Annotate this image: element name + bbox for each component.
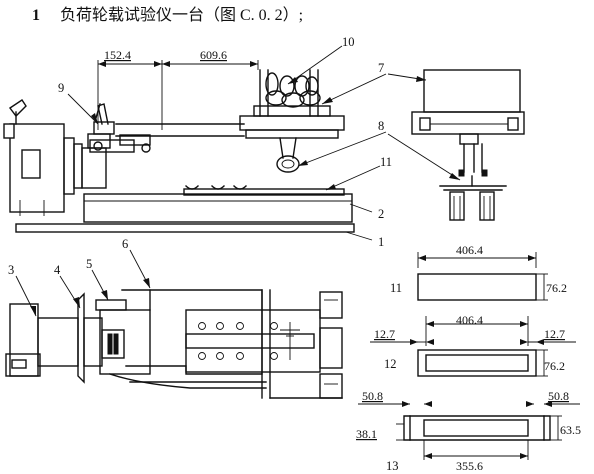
plan-view: [5, 289, 343, 399]
crank-link: [89, 139, 135, 153]
dim-609-6: 609.6: [200, 48, 227, 62]
end-view: [411, 69, 525, 221]
dim-50-8-left: 50.8: [362, 389, 383, 403]
part-12-frame-outer: [417, 349, 537, 377]
plan-motor: [9, 303, 39, 377]
weight-box: [423, 69, 521, 113]
callout-4: 4: [54, 263, 61, 277]
part-12-detail: 406.4 12.7 12.7 76.2 12: [370, 313, 576, 377]
callout-7: 7: [378, 61, 384, 75]
callout-1: 1: [378, 235, 384, 249]
callout-leaders: [15, 45, 461, 317]
plan-rail-mid: [319, 327, 343, 369]
dim-152-4: 152.4: [104, 48, 131, 62]
lever-arm-9: [97, 103, 109, 125]
part-13-detail: 50.8 50.8 38.1 63.5 355.6 13: [356, 389, 581, 473]
dim-406-4-top: 406.4: [456, 243, 483, 257]
loading-platform: [239, 115, 345, 131]
dim-63-5: 63.5: [560, 423, 581, 437]
plan-main-frame: [121, 289, 263, 375]
callout-2: 2: [378, 207, 384, 221]
callout-3: 3: [8, 263, 14, 277]
callout-10: 10: [342, 35, 355, 49]
test-wheel: [276, 155, 300, 173]
callout-6: 6: [122, 237, 128, 251]
specimen-tray: [183, 188, 345, 196]
plan-crank-5: [95, 299, 127, 311]
base-frame: [83, 193, 353, 223]
dim-38-1: 38.1: [356, 427, 377, 441]
heading-text: 负荷轮载试验仪一台（图 C. 0. 2）;: [60, 6, 303, 24]
base-plate-lower: [15, 223, 355, 233]
dim-12-7-right: 12.7: [544, 327, 565, 341]
part-label-12: 12: [384, 357, 397, 371]
part-13-channel-inner: [423, 419, 529, 437]
weight-right: [299, 90, 321, 106]
top-dimension-chain: 152.4 609.6: [97, 48, 259, 130]
part-label-13: 13: [386, 459, 399, 473]
plan-flange-4: [77, 292, 85, 384]
weight-center: [281, 92, 305, 108]
dim-355-6: 355.6: [456, 459, 483, 473]
callout-9: 9: [58, 81, 64, 95]
motor-housing: [9, 123, 65, 213]
heading-number: 1: [32, 7, 40, 24]
motor-switch: [8, 99, 27, 118]
dim-50-8-right: 50.8: [548, 389, 569, 403]
callout-5: 5: [86, 257, 92, 271]
dim-12-7-left: 12.7: [374, 327, 395, 341]
part-label-11: 11: [390, 281, 402, 295]
callout-8: 8: [378, 119, 384, 133]
dim-76-2-a: 76.2: [546, 281, 567, 295]
specimen-clamps: [185, 185, 247, 190]
part-11-bar: [417, 273, 537, 301]
part-12-frame-inner: [425, 354, 529, 372]
plan-specimen-table: [185, 309, 321, 373]
plan-rail-top: [319, 291, 343, 319]
plan-rail-bottom: [319, 373, 343, 399]
part-11-detail: 406.4 76.2 11: [390, 243, 567, 301]
dim-76-2-b: 76.2: [544, 359, 565, 373]
callout-11: 11: [380, 155, 392, 169]
side-elevation-view: [3, 69, 355, 233]
dim-406-4-mid: 406.4: [456, 313, 483, 327]
